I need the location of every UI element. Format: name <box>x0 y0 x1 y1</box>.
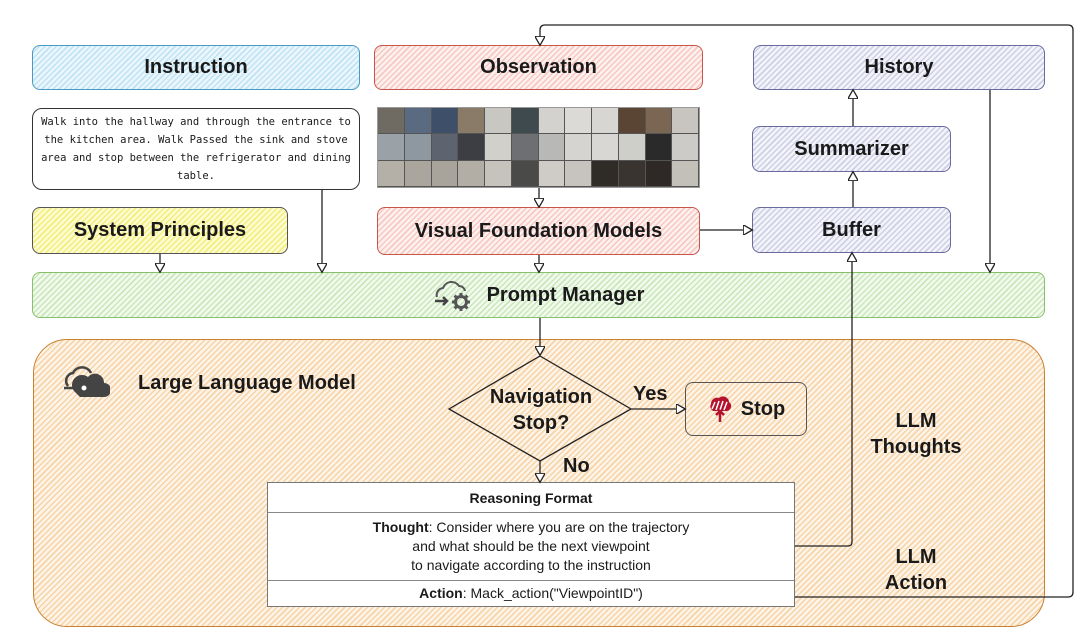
summarizer-title: Summarizer <box>794 137 909 160</box>
panorama-tile <box>618 134 646 161</box>
llm-thoughts-label: LLM Thoughts <box>870 410 962 458</box>
summarizer-box: Summarizer <box>752 126 951 172</box>
thought-line3: to navigate according to the instruction <box>411 557 651 573</box>
stop-label: Stop <box>740 397 786 420</box>
panorama-tile <box>592 160 619 187</box>
observation-title: Observation <box>480 56 597 78</box>
instruction-title: Instruction <box>144 56 248 78</box>
cloud-connect-icon <box>60 364 111 404</box>
action-row: Action: Mack_action("ViewpointID") <box>268 581 794 605</box>
thought-line2: and what should be the next viewpoint <box>412 538 650 554</box>
panorama-tile <box>458 134 485 161</box>
panorama-tile <box>378 134 405 161</box>
panorama-tile <box>404 134 432 161</box>
panorama-tile <box>431 160 459 187</box>
panorama-tile <box>431 134 459 161</box>
panorama-tile <box>485 108 512 135</box>
decision-line2: Stop? <box>512 412 570 434</box>
panorama-tile <box>645 134 673 161</box>
panorama-tile <box>672 134 699 161</box>
visual-foundation-models-box: Visual Foundation Models <box>377 207 700 255</box>
llm-title: Large Language Model <box>138 372 356 394</box>
panorama-tile <box>618 108 646 135</box>
panorama-tile <box>485 160 512 187</box>
action-label: Action <box>419 585 463 601</box>
panorama-tile <box>511 160 539 187</box>
panorama-tile <box>431 108 459 135</box>
thought-label: Thought <box>372 519 429 535</box>
prompt-manager-title: Prompt Manager <box>486 283 645 306</box>
panorama-tile <box>458 160 485 187</box>
llm-action-label: LLM Action <box>884 546 948 594</box>
thought-row: Thought: Consider where you are on the t… <box>268 513 794 581</box>
action-text: : Mack_action("ViewpointID") <box>462 585 643 601</box>
panorama-tile <box>378 108 405 135</box>
panorama-tile <box>511 134 539 161</box>
panorama-tile <box>565 108 592 135</box>
panorama-tile <box>672 160 699 187</box>
panorama-tile <box>458 108 485 135</box>
thought-text: : Consider where you are on the trajecto… <box>428 519 690 535</box>
instruction-box: Instruction <box>32 45 360 90</box>
history-title: History <box>864 56 934 78</box>
panorama-tile <box>565 160 592 187</box>
panorama-tile <box>645 108 673 135</box>
observation-box: Observation <box>374 45 703 90</box>
stop-brand-icon <box>707 394 733 424</box>
yes-label: Yes <box>633 383 668 405</box>
cloud-gear-icon <box>433 279 475 311</box>
no-label: No <box>563 455 590 477</box>
panorama-tile <box>538 160 566 187</box>
stop-box: Stop <box>685 382 807 436</box>
system-principles-box: System Principles <box>32 207 288 254</box>
visual-foundation-models-title: Visual Foundation Models <box>414 219 663 242</box>
panorama-tile <box>538 134 566 161</box>
panorama-tile <box>404 160 432 187</box>
panorama-tile <box>404 108 432 135</box>
panorama-tile <box>592 134 619 161</box>
history-box: History <box>753 45 1045 90</box>
buffer-title: Buffer <box>822 218 881 241</box>
instruction-text: Walk into the hallway and through the en… <box>41 116 351 182</box>
panorama-tile <box>645 160 673 187</box>
system-principles-title: System Principles <box>73 219 247 241</box>
prompt-manager-box: Prompt Manager <box>32 272 1045 318</box>
buffer-box: Buffer <box>752 207 951 253</box>
panorama-tile <box>565 134 592 161</box>
reasoning-format-header: Reasoning Format <box>268 483 794 513</box>
decision-line1: Navigation <box>489 386 593 408</box>
panorama-tile <box>378 160 405 187</box>
reasoning-format-table: Reasoning Format Thought: Consider where… <box>267 482 795 607</box>
instruction-text-box: Walk into the hallway and through the en… <box>32 108 360 190</box>
panorama-tile <box>618 160 646 187</box>
panorama-tile <box>538 108 566 135</box>
panorama-tile <box>672 108 699 135</box>
panorama-tile <box>485 134 512 161</box>
panoramic-observation-image <box>377 107 700 188</box>
panorama-tile <box>592 108 619 135</box>
panorama-tile <box>511 108 539 135</box>
